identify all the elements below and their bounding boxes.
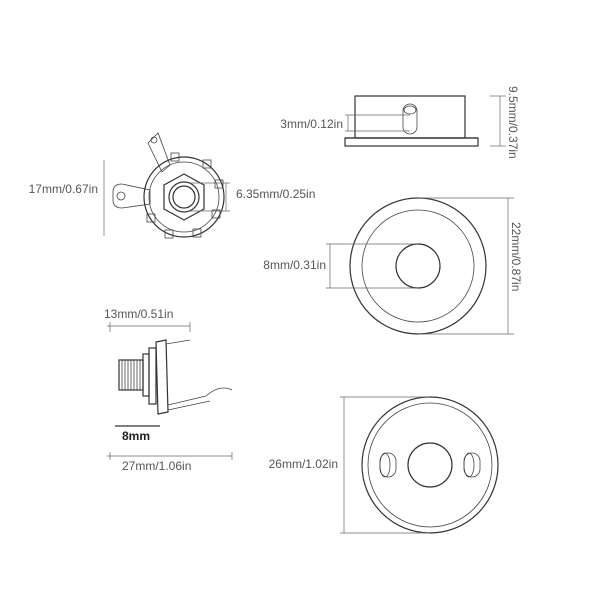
plate-diameter-label: 22mm/0.87in (509, 222, 523, 291)
cup-center-hole (407, 442, 453, 488)
jack-side-view (107, 322, 233, 460)
jack-hex-nut (163, 173, 205, 221)
pin-diameter-label: 3mm/0.12in (280, 117, 343, 131)
jack-frame (155, 339, 169, 415)
cup-flange (344, 137, 479, 147)
cup-right-pin-face (463, 452, 475, 478)
jack-tooth (214, 179, 224, 189)
jack-spring-top (165, 339, 191, 345)
jack-side-lug-hole (116, 191, 126, 201)
cup-side-view (344, 95, 506, 147)
cup-bottom-view (340, 396, 499, 534)
cup-outer-circle (361, 396, 499, 534)
jack-spring-bottom-inner (167, 400, 211, 411)
cup-right-pin (463, 452, 481, 478)
jack-tooth (170, 152, 180, 162)
jack-tooth (192, 228, 202, 238)
jack-washer (148, 347, 157, 405)
jack-inner-ring (148, 161, 220, 233)
plate-outer-circle (349, 197, 487, 335)
cup-left-pin-face (379, 452, 391, 478)
cup-pin (402, 103, 418, 135)
cup-diameter-label: 26mm/1.02in (269, 457, 338, 471)
plate-inner-circle (361, 209, 475, 323)
jack-bushing-inner (172, 185, 196, 209)
plate-top-view (326, 197, 514, 335)
cup-height-label: 9.5mm/0.37in (506, 86, 520, 159)
jack-spring-bottom (167, 387, 233, 406)
cup-pin-top (403, 105, 417, 115)
jack-front-view (103, 132, 230, 239)
nut-width-label: 8mm (122, 429, 150, 443)
cup-body (354, 95, 466, 139)
jack-tooth (202, 159, 212, 169)
jack-height-label: 17mm/0.67in (29, 182, 98, 196)
cup-inner-circle (367, 402, 493, 528)
jack-bushing-outer (168, 181, 200, 213)
jack-outer-ring (143, 156, 225, 238)
jack-length-label: 27mm/1.06in (122, 459, 191, 473)
jack-nut (142, 353, 150, 397)
plate-hole-label: 8mm/0.31in (263, 258, 326, 272)
jack-thread-lines (121, 360, 141, 390)
plate-hole (395, 243, 441, 289)
jack-tooth (146, 213, 156, 223)
jack-hole-label: 6.35mm/0.25in (236, 187, 315, 201)
jack-tooth (164, 229, 174, 239)
jack-top-lug-hole (150, 136, 158, 144)
jack-tooth (211, 209, 221, 219)
cup-left-pin (379, 452, 397, 478)
thread-length-label: 13mm/0.51in (104, 307, 173, 321)
